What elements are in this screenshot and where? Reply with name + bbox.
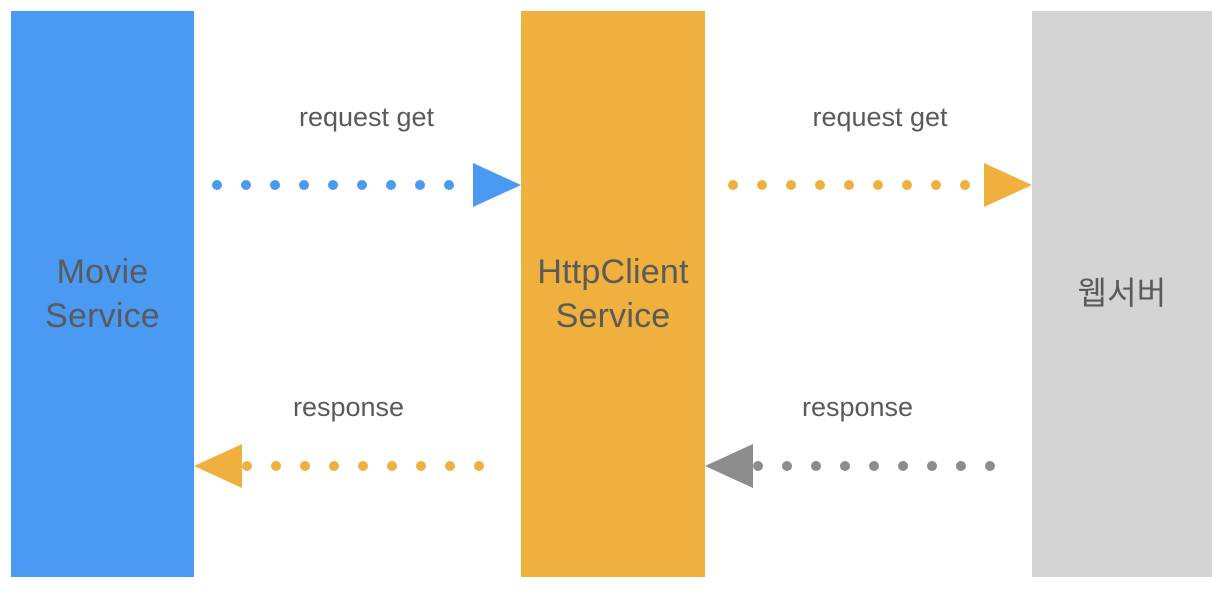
flow-dot — [902, 180, 912, 190]
flow-dot — [753, 461, 763, 471]
arrowhead-left-icon — [194, 444, 242, 488]
flow-dot — [299, 180, 309, 190]
flow-dot — [956, 461, 966, 471]
arrowhead-right-icon — [473, 163, 521, 207]
flow-dots-response-left — [242, 461, 503, 471]
flow-dot — [270, 180, 280, 190]
flow-label-response-right: response — [801, 392, 914, 422]
flow-dots-response-right — [753, 461, 1010, 471]
participant-box-movie-service: Movie Service — [11, 11, 194, 577]
participant-box-webserver: 웹서버 — [1032, 11, 1212, 577]
flow-dot — [445, 461, 455, 471]
flow-dot — [840, 461, 850, 471]
flow-dot — [357, 180, 367, 190]
flow-arrow-response-left — [194, 441, 503, 491]
flow-dot — [728, 180, 738, 190]
flow-dot — [811, 461, 821, 471]
flow-dot — [757, 180, 767, 190]
flow-dot — [444, 180, 454, 190]
flow-dot — [328, 180, 338, 190]
flow-label-request-right: request get — [812, 102, 948, 132]
flow-dot — [300, 461, 310, 471]
flow-dot — [869, 461, 879, 471]
flow-dot — [815, 180, 825, 190]
flow-dot — [415, 180, 425, 190]
flow-dot — [960, 180, 970, 190]
participant-label-movie-service: Movie Service — [45, 252, 160, 335]
flow-dot — [898, 461, 908, 471]
flow-dot — [416, 461, 426, 471]
flow-dot — [931, 180, 941, 190]
flow-dot — [329, 461, 339, 471]
arrowhead-left-icon — [705, 444, 753, 488]
flow-dot — [387, 461, 397, 471]
flow-dot — [386, 180, 396, 190]
flow-arrow-response-right — [705, 441, 1010, 491]
flow-dot — [782, 461, 792, 471]
flow-dot — [241, 180, 251, 190]
flow-dot — [927, 461, 937, 471]
participant-box-httpclient-service: HttpClient Service — [521, 11, 705, 577]
flow-label-response-left: response — [292, 392, 405, 422]
arrowhead-right-icon — [984, 163, 1032, 207]
flow-dot — [985, 461, 995, 471]
participant-label-webserver: 웹서버 — [1077, 275, 1167, 312]
flow-dot — [212, 180, 222, 190]
flow-dot — [474, 461, 484, 471]
flow-arrow-request-right — [728, 160, 1032, 210]
flow-dots-request-left — [212, 180, 473, 190]
flow-dot — [786, 180, 796, 190]
flow-dot — [271, 461, 281, 471]
flow-dot — [873, 180, 883, 190]
flow-dots-request-right — [728, 180, 984, 190]
flow-label-request-left: request get — [298, 102, 435, 132]
flow-dot — [242, 461, 252, 471]
participant-label-httpclient-service: HttpClient Service — [537, 252, 689, 335]
flow-arrow-request-left — [212, 160, 521, 210]
flow-dot — [358, 461, 368, 471]
flow-dot — [844, 180, 854, 190]
